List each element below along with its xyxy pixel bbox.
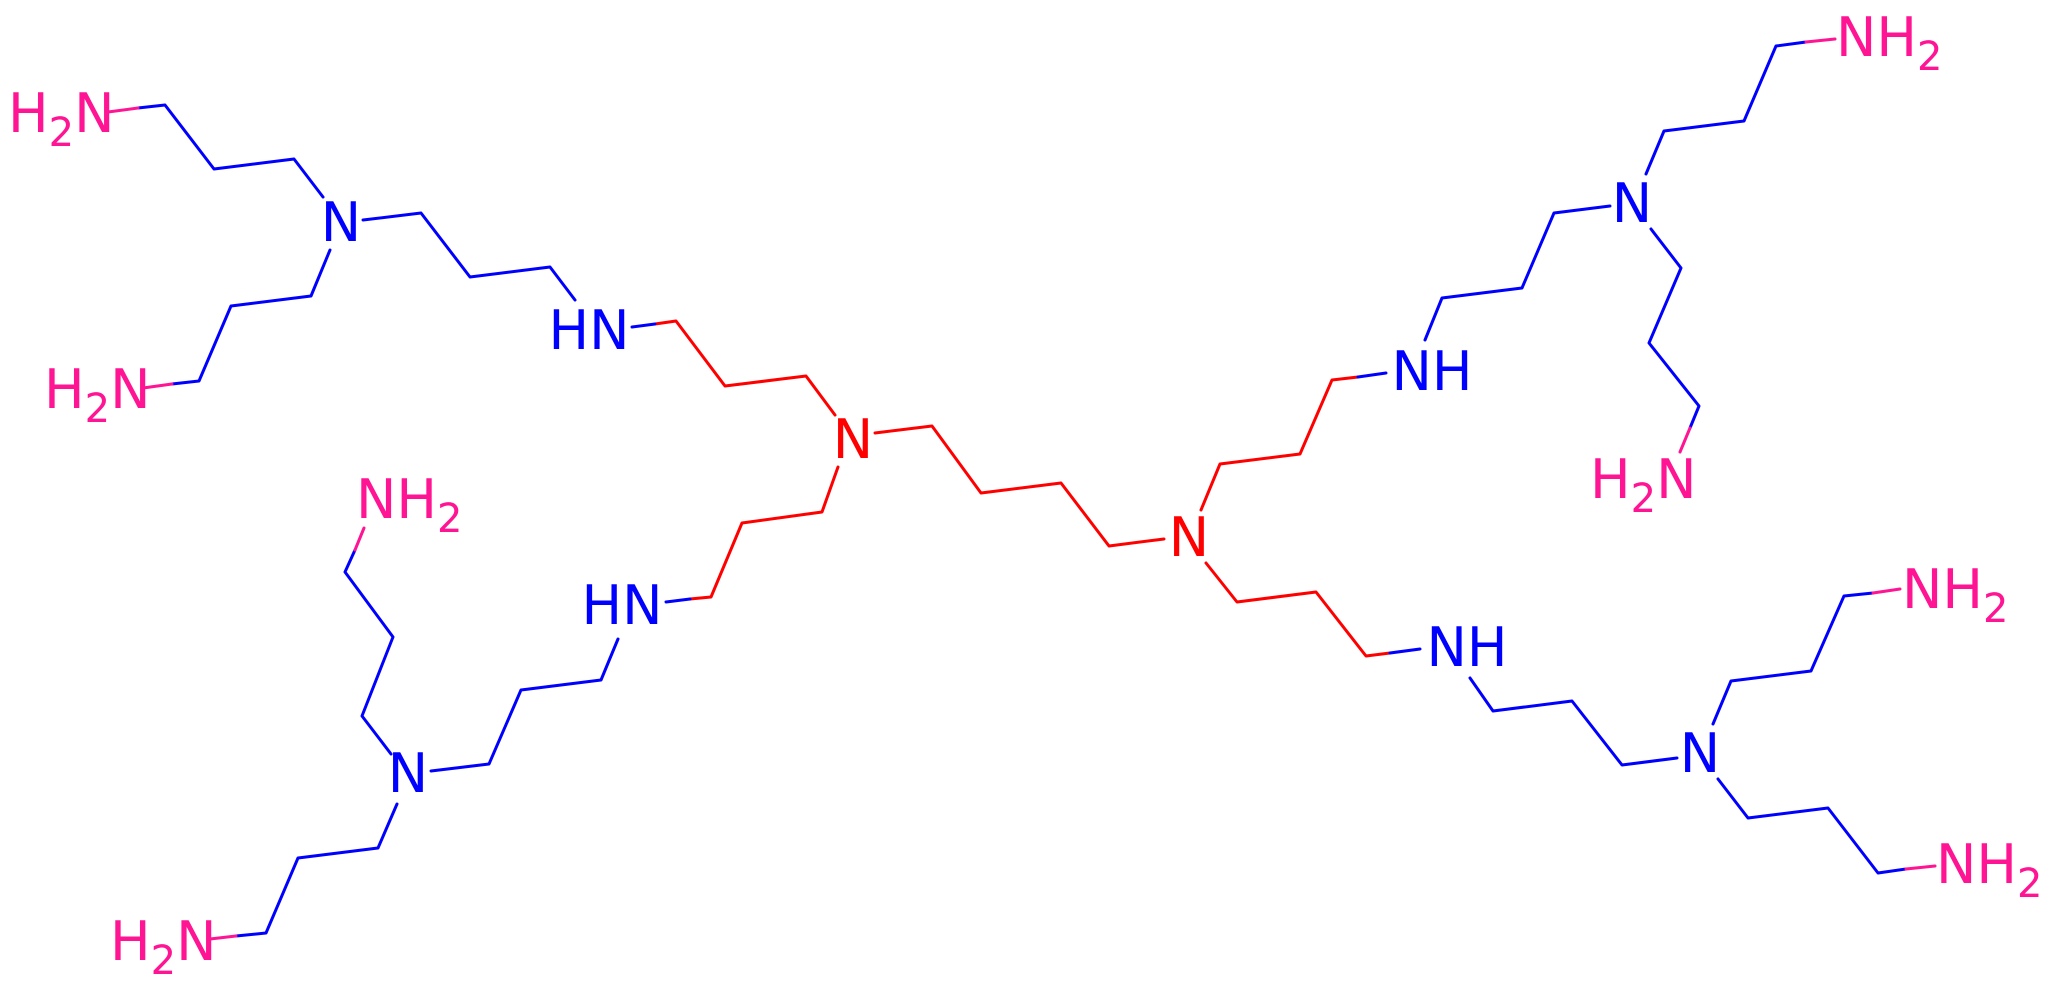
primary-amine-label: NH2 — [1836, 6, 1942, 80]
primary-amine-label: H2N — [110, 910, 216, 984]
branch-bond-lower-right — [1468, 676, 1679, 767]
arm-bond-lower-right-bottom — [1716, 777, 1908, 875]
arm-bond-upper-right-bottom — [1647, 227, 1701, 430]
arm-bond-upper-left-bottom — [170, 248, 332, 386]
primary-amine-label: NH2 — [356, 468, 462, 542]
tertiary-nitrogen-label: N — [388, 742, 428, 805]
tertiary-nitrogen-label: N — [321, 191, 361, 254]
primary-amine-label: NH2 — [1902, 558, 2008, 632]
terminal-arms-upper-left — [106, 103, 332, 390]
arm-bond-lower-left-bottom — [208, 934, 238, 941]
branch-bond-lower-left — [429, 637, 620, 773]
tertiary-nitrogen-label: N — [1612, 172, 1652, 235]
secondary-amine-label: NH — [1392, 340, 1473, 403]
arm-bond-lower-right-bottom — [1904, 864, 1937, 871]
secondary-amine-label: HN — [582, 574, 663, 637]
primary-amine-label: NH2 — [1936, 833, 2042, 907]
arm-bond-lower-right-top — [1711, 591, 1875, 726]
primary-amine-label: H2N — [1590, 448, 1696, 522]
branch-bond-upper-left — [361, 211, 577, 302]
branch-bond-upper-right — [1423, 204, 1612, 342]
primary-amine-label: H2N — [44, 358, 150, 432]
arm-bond-upper-right-bottom — [1678, 426, 1692, 454]
arm-bond-lower-left-top — [353, 526, 366, 552]
branch-bond-lower-right — [1388, 647, 1422, 655]
branch-connectors — [361, 204, 1679, 773]
core-branch-bond-lower-right — [1204, 561, 1392, 658]
core-branch-bond-upper-right — [1199, 375, 1360, 512]
secondary-amine-label: HN — [549, 299, 630, 362]
branch-bond-lower-left — [664, 597, 692, 604]
core-nitrogen-label: N — [1169, 506, 1209, 569]
core-branch-bond-lower-left — [688, 465, 840, 601]
arm-bond-lower-right-top — [1871, 587, 1902, 595]
terminal-arms-upper-right — [1644, 37, 1837, 454]
arm-bond-upper-left-top — [106, 106, 140, 114]
terminal-arms-lower-right — [1711, 587, 1937, 875]
core-group — [653, 319, 1392, 658]
core-nitrogen-label: N — [833, 408, 873, 471]
terminal-arms-lower-left — [208, 526, 399, 941]
arm-bond-upper-left-top — [136, 103, 325, 199]
primary-amine-label: H2N — [8, 82, 114, 156]
arm-bond-upper-left-bottom — [141, 382, 174, 390]
arm-bond-lower-left-bottom — [234, 802, 399, 938]
branch-bond-upper-left — [630, 322, 657, 329]
core-bond — [873, 424, 1166, 548]
tertiary-nitrogen-label: N — [1680, 722, 1720, 785]
secondary-amine-label: NH — [1427, 616, 1508, 679]
branch-bond-upper-right — [1356, 371, 1388, 379]
arm-bond-upper-right-top — [1644, 40, 1808, 176]
arm-bond-lower-left-top — [343, 548, 395, 756]
core-branch-bond-upper-left — [653, 319, 837, 417]
arm-bond-upper-right-top — [1804, 37, 1837, 44]
